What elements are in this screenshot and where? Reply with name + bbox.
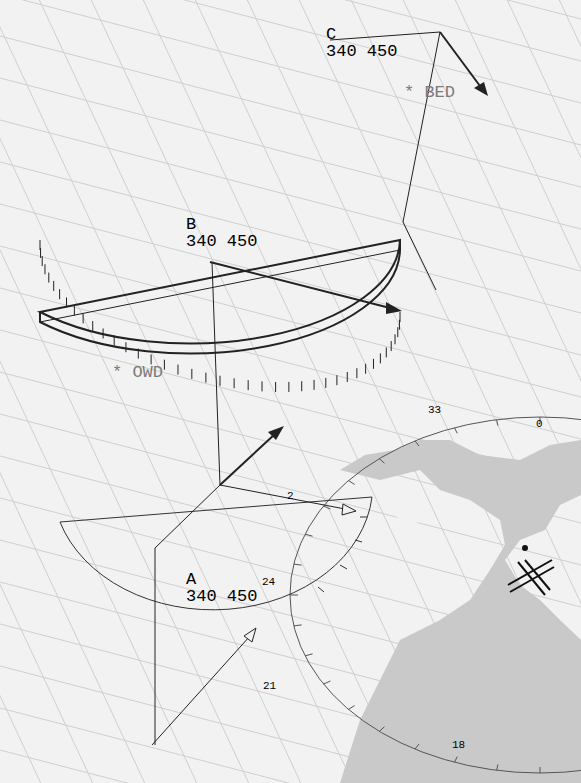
water-inlet (380, 500, 430, 525)
wind-sector (60, 497, 372, 610)
arrow-head (386, 302, 402, 314)
wind-vector (220, 485, 345, 509)
sector-ticks (318, 517, 367, 592)
leader-line (155, 485, 220, 548)
compass-ticks (290, 417, 581, 773)
arrow-head (268, 426, 284, 440)
airport-symbol (508, 546, 554, 595)
altitude-line (155, 548, 156, 745)
compass-degree: 21 (263, 681, 276, 692)
altitude-values: 340 450 (186, 233, 257, 250)
wind-vector (220, 434, 275, 485)
disk-edge (40, 250, 400, 322)
arrow-head (474, 82, 488, 96)
altitude-line (212, 262, 220, 485)
compass-degree: 24 (262, 577, 275, 588)
compass-degree: 18 (452, 740, 465, 751)
point-label: B (186, 216, 196, 233)
compass-degree: 0 (536, 419, 543, 430)
altitude-line (403, 32, 440, 222)
wind-vector (403, 222, 436, 290)
leader-line (330, 32, 440, 40)
station-label: * BED (404, 84, 455, 101)
disk-hatching (40, 240, 400, 392)
land-area (340, 440, 581, 783)
point-label: C (326, 26, 336, 43)
wind-vector (152, 636, 250, 745)
wind-vector (210, 262, 390, 308)
wind-sector-disk (40, 240, 400, 344)
station-label: * OWD (112, 364, 163, 381)
wind-vector (440, 32, 480, 86)
arrow-head (244, 628, 256, 642)
compass-rose (290, 417, 581, 773)
altitude-values: 340 450 (326, 43, 397, 60)
compass-degree: 33 (428, 405, 441, 416)
arrow-head (342, 504, 356, 515)
point-label: A (186, 571, 196, 588)
altitude-values: 340 450 (186, 588, 257, 605)
disk-rim (40, 240, 400, 354)
compass-degree: 2 (287, 491, 294, 502)
